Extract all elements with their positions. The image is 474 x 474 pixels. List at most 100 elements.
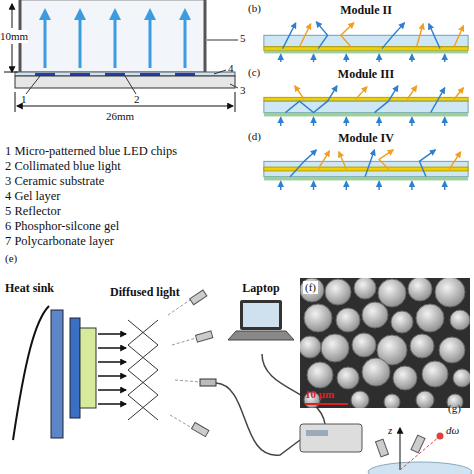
shape-polyline — [285, 86, 337, 113]
node-heading: Laptop — [222, 282, 300, 296]
shape-circle — [362, 358, 390, 386]
shape-polyline — [454, 26, 463, 47]
shape-line — [313, 117, 314, 126]
shape-rect — [243, 303, 279, 327]
dimension-label: 26mm — [106, 110, 134, 123]
shape-path — [175, 380, 200, 382]
shape-rect — [80, 328, 96, 408]
shape-line — [378, 181, 379, 190]
shape-svg — [262, 148, 470, 190]
angle-label: dω — [446, 424, 459, 437]
shape-line — [411, 117, 412, 126]
shape-line — [204, 0, 207, 74]
shape-circle — [453, 369, 470, 387]
shape-rect — [264, 167, 468, 171]
shape-circle — [391, 311, 413, 333]
shape-polyline — [341, 23, 354, 47]
shape-g — [300, 278, 470, 408]
shape-line — [98, 361, 126, 363]
shape-line — [149, 12, 152, 68]
shape-circle — [300, 336, 321, 358]
shape-circle — [378, 279, 406, 307]
module-cross-section — [4, 0, 238, 112]
shape-path — [216, 383, 300, 455]
axis-label: z — [388, 424, 392, 437]
shape-rect — [190, 290, 207, 305]
legend-item: 2 Collimated blue light — [5, 159, 121, 173]
shape-rect — [300, 278, 470, 408]
shape-path — [13, 306, 49, 440]
shape-line — [280, 117, 281, 126]
shape-circle — [450, 310, 470, 330]
node-heading: Module IV — [262, 132, 470, 146]
shape-line — [12, 4, 13, 28]
shape-circle — [336, 308, 360, 332]
shape-rect — [70, 318, 80, 418]
shape-svg — [5, 300, 65, 447]
shape-circle — [437, 433, 444, 440]
shape-line — [378, 54, 379, 62]
shape-rect — [264, 51, 468, 54]
shape-polyline — [374, 86, 397, 113]
shape-rect — [192, 423, 209, 437]
shape-circle — [416, 391, 434, 408]
node-heading: Module III — [262, 68, 470, 82]
shape-line — [125, 76, 136, 94]
shape-polyline — [382, 23, 404, 49]
shape-line — [444, 117, 445, 126]
shape-circle — [351, 391, 369, 408]
shape-line — [378, 117, 379, 126]
shape-line — [230, 84, 238, 88]
shape-line — [280, 181, 281, 190]
laptop-icon: Laptop — [222, 282, 300, 354]
callout-number: 3 — [240, 84, 246, 97]
panel-label: (e) — [5, 252, 17, 265]
callout-number: 4 — [228, 62, 234, 75]
shape-polyline — [365, 150, 374, 177]
shape-svg — [262, 84, 470, 126]
panel-label: (d) — [248, 130, 261, 143]
shape-line — [114, 12, 117, 68]
shape-polygon — [228, 331, 294, 340]
shape-g — [281, 22, 445, 62]
shape-line — [184, 12, 187, 68]
shape-rect — [264, 177, 468, 181]
shape-polyline — [356, 87, 367, 99]
shape-polyline — [429, 24, 440, 49]
shape-circle — [300, 278, 324, 302]
shape-rect — [376, 439, 389, 457]
shape-polyline — [407, 86, 416, 99]
shape-polyline — [449, 152, 460, 169]
dimension-label: 10mm — [0, 30, 28, 43]
callout-number: 5 — [240, 32, 246, 45]
shape-rect — [15, 72, 235, 76]
panel-label: (g) — [448, 402, 461, 415]
shape-polyline — [318, 151, 329, 169]
shape-line — [235, 92, 236, 112]
callout-number: 2 — [134, 93, 140, 106]
shape-line — [98, 389, 126, 391]
shape-polyline — [454, 88, 463, 99]
shape-line — [313, 181, 314, 190]
shape-line — [98, 347, 126, 349]
shape-line — [313, 54, 314, 62]
shape-rect — [240, 300, 282, 330]
shape-line — [280, 54, 281, 62]
shape-line — [15, 92, 16, 112]
shape-polyline — [316, 22, 327, 49]
shape-line — [98, 375, 126, 377]
shape-line — [17, 106, 233, 107]
shape-polyline — [283, 23, 296, 49]
module-diagram: Module II — [262, 4, 470, 64]
shape-g — [281, 150, 445, 190]
node-heading: Module II — [262, 4, 470, 18]
shape-rect — [15, 76, 235, 88]
panel-label: (f) — [303, 281, 318, 294]
shape-path — [168, 300, 190, 315]
shape-rect — [411, 435, 425, 453]
shape-polyline — [290, 150, 316, 177]
shape-path — [170, 415, 192, 428]
shape-line — [444, 54, 445, 62]
shape-line — [214, 70, 226, 74]
shape-line — [411, 54, 412, 62]
